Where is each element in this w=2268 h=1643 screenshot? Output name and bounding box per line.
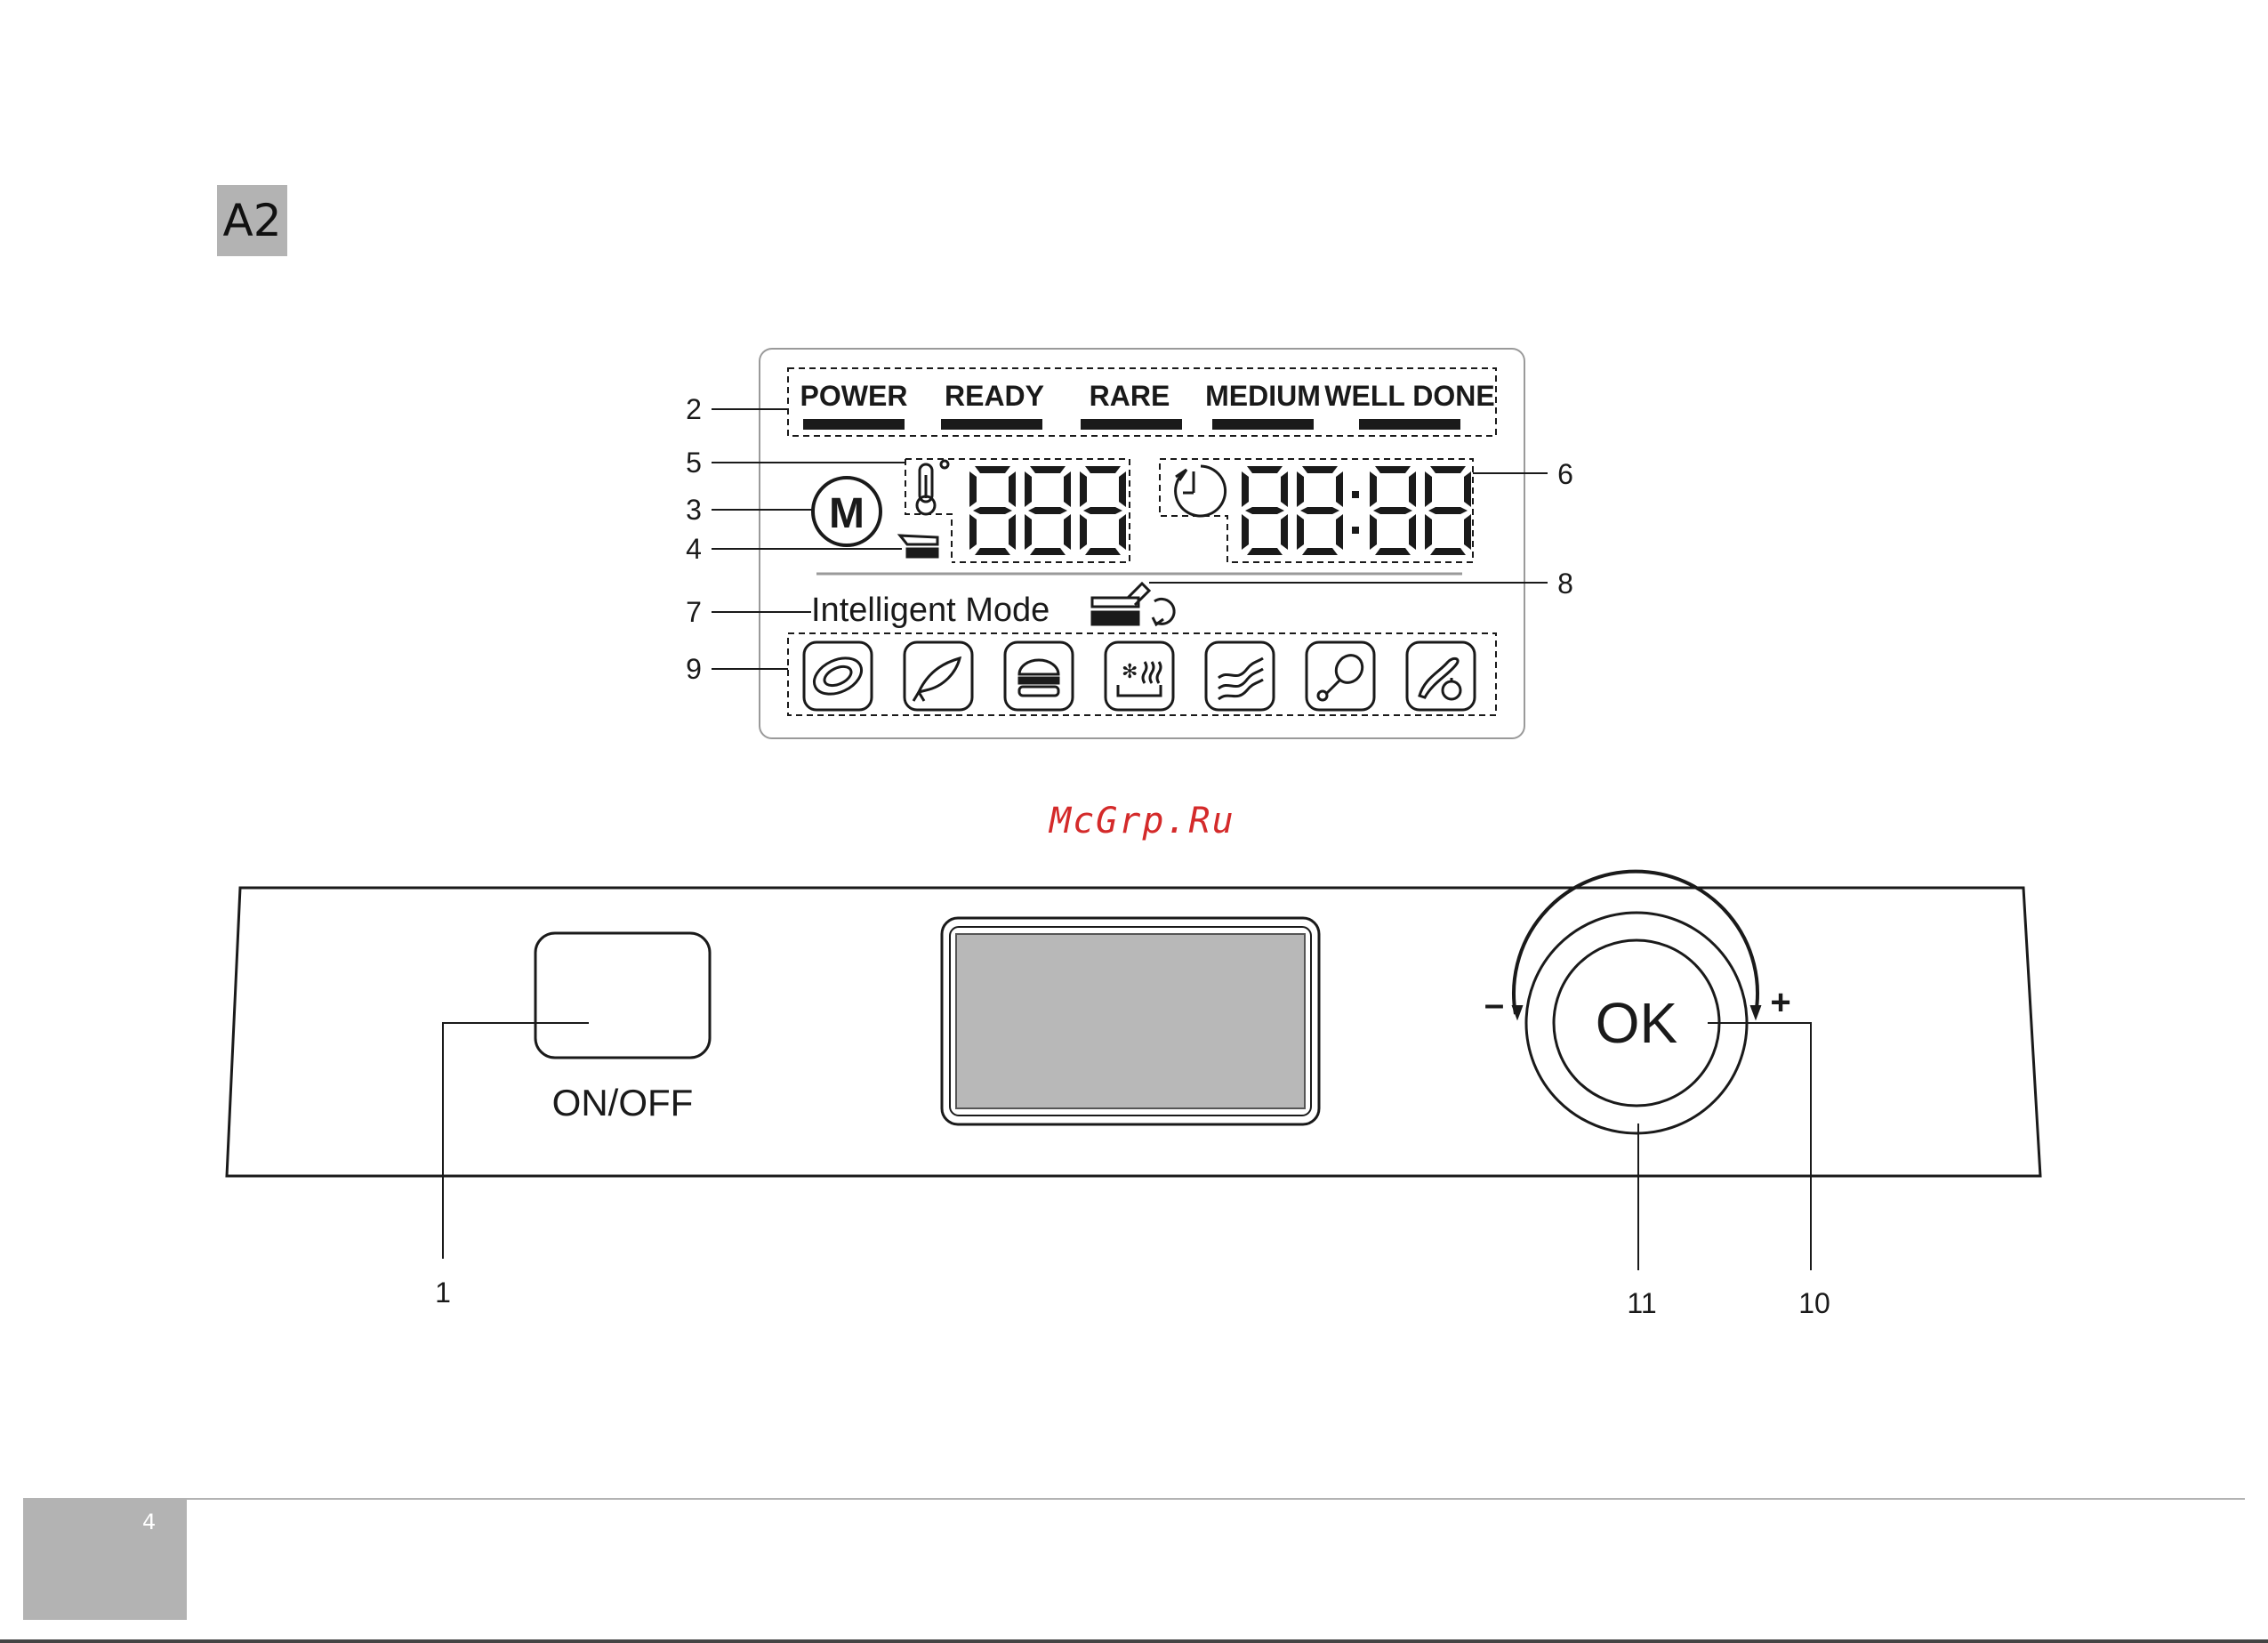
steak-icon	[804, 642, 872, 710]
burger-icon	[1005, 642, 1073, 710]
callout-4: 4	[686, 533, 702, 565]
rotate-right-arrow	[1750, 1005, 1761, 1019]
thermometer-icon	[917, 461, 948, 514]
callout-10: 10	[1798, 1287, 1830, 1319]
power-label: POWER	[800, 380, 908, 412]
lcd-display: POWER READY RARE MEDIUM WELL DONE M	[760, 349, 1524, 738]
food-icons-row: ✻	[804, 642, 1475, 710]
well-done-label: WELL DONE	[1324, 380, 1494, 412]
callout-9: 9	[686, 653, 702, 685]
frozen-food-icon: ✻	[1106, 642, 1173, 710]
callout-11: 11	[1627, 1287, 1656, 1319]
bottom-rule	[0, 1639, 2268, 1643]
callout-7: 7	[686, 596, 702, 628]
page-number-box	[23, 1499, 187, 1620]
well-done-bar	[1359, 419, 1460, 430]
mode-m-label: M	[829, 490, 865, 537]
power-bar	[803, 419, 905, 430]
callout-5: 5	[686, 447, 702, 479]
callout-3: 3	[686, 494, 702, 526]
rare-bar	[1081, 419, 1182, 430]
chicken-leg-icon	[1307, 642, 1374, 710]
watermark: McGrp.Ru	[1050, 801, 1235, 842]
footer-rule	[23, 1498, 2245, 1500]
medium-bar	[1212, 419, 1314, 430]
bacon-icon	[1206, 642, 1274, 710]
panel-callout-numbers: 1 11 10	[435, 1277, 1830, 1319]
callout-1: 1	[435, 1277, 451, 1309]
timer-icon	[1176, 466, 1226, 516]
probe-icon	[900, 536, 937, 557]
sausage-vegetable-icon	[1407, 642, 1475, 710]
onoff-button[interactable]	[535, 933, 710, 1058]
minus-label: –	[1484, 985, 1504, 1024]
plus-label: +	[1770, 983, 1790, 1022]
fish-icon	[905, 642, 972, 710]
temp-digits	[969, 466, 1126, 555]
ok-label: OK	[1596, 991, 1677, 1055]
intelligent-mode-label: Intelligent Mode	[811, 592, 1050, 629]
flip-turn-icon	[1092, 584, 1174, 624]
callout-8: 8	[1557, 568, 1573, 600]
time-digits	[1242, 466, 1471, 555]
onoff-label: ON/OFF	[552, 1082, 694, 1124]
svg-text:✻: ✻	[1122, 660, 1138, 682]
ready-label: READY	[945, 380, 1044, 412]
ready-bar	[941, 419, 1042, 430]
callout-6: 6	[1557, 458, 1573, 490]
callout-2: 2	[686, 393, 702, 425]
panel-screen	[956, 934, 1305, 1108]
medium-label: MEDIUM	[1205, 380, 1321, 412]
food-icons-box	[788, 633, 1496, 715]
rare-label: RARE	[1090, 380, 1170, 412]
page-number: 4	[142, 1510, 156, 1534]
